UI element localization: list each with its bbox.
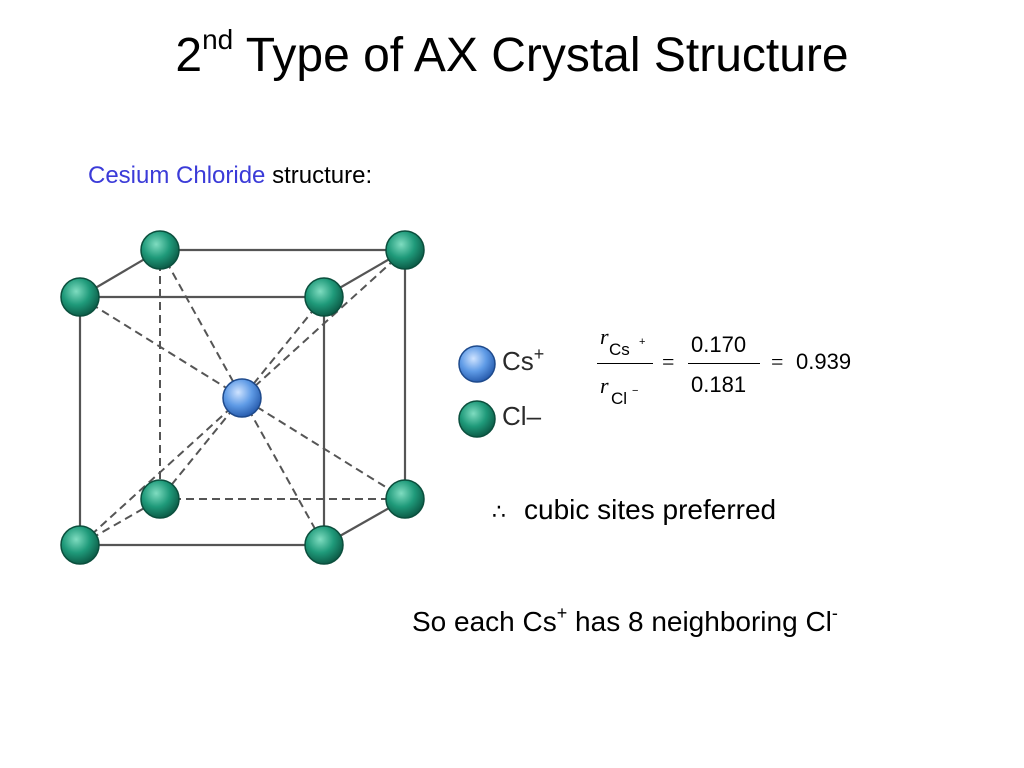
formula-cs-superscript: + <box>639 336 646 348</box>
cl-atom-back-bottom-right <box>385 479 425 519</box>
cl-atom-back-bottom-left <box>140 479 180 519</box>
legend-cl-symbol: Cl <box>502 401 527 431</box>
legend-cs-symbol: Cs <box>502 346 534 376</box>
formula-right-fraction-bar <box>688 363 760 364</box>
formula-result-value: 0.939 <box>796 349 852 374</box>
title-ordinal: nd <box>202 24 234 55</box>
therefore-symbol: ∴ <box>492 500 506 525</box>
cl-atom-back-top-right <box>385 230 425 270</box>
cl-atom-front-bottom-left <box>60 525 100 565</box>
cl-atom-front-top-right <box>304 277 344 317</box>
neighbors-prefix: So each Cs <box>412 606 557 637</box>
formula-r-numerator: r <box>600 324 609 349</box>
title-number: 2 <box>175 29 203 82</box>
legend-cs-atom-icon <box>458 345 496 383</box>
slide-title: 2nd Type of AX Crystal Structure <box>0 26 1024 83</box>
formula-cl-superscript: − <box>632 385 639 397</box>
neighbors-middle: has 8 neighboring Cl <box>567 606 832 637</box>
title-text: Type of AX Crystal Structure <box>233 29 849 82</box>
formula-cs-subscript: Cs <box>609 340 630 359</box>
neighbors-cl-charge: - <box>831 603 838 623</box>
formula-equals-2: = <box>771 349 784 374</box>
conclusion-text: cubic sites preferred <box>524 494 777 525</box>
neighbors-statement: So each Cs+ has 8 neighboring Cl- <box>412 603 838 638</box>
neighbors-cs-charge: + <box>556 603 568 623</box>
formula-equals-1: = <box>662 349 675 374</box>
cl-atom-back-top-left <box>140 230 180 270</box>
conclusion-line: ∴ cubic sites preferred <box>492 494 776 526</box>
formula-r-denominator: r <box>600 373 609 398</box>
cs-atom-center <box>222 378 262 418</box>
cl-atom-front-bottom-right <box>304 525 344 565</box>
legend-cs-label: Cs+ <box>502 344 545 377</box>
legend-cl-label: Cl– <box>502 401 541 432</box>
formula-numerator-value: 0.170 <box>691 332 747 357</box>
formula-cl-subscript: Cl <box>611 389 628 408</box>
formula-denominator-value: 0.181 <box>691 372 747 397</box>
legend-cl-atom-icon <box>458 400 496 438</box>
structure-label: structure: <box>265 162 373 189</box>
structure-caption: Cesium Chloride structure: <box>88 162 372 190</box>
legend-cl-charge: – <box>526 401 542 431</box>
formula-left-fraction-bar <box>597 363 653 364</box>
legend-cs-charge: + <box>533 344 545 364</box>
cesium-chloride-label: Cesium Chloride <box>88 162 266 189</box>
cl-atom-front-top-left <box>60 277 100 317</box>
